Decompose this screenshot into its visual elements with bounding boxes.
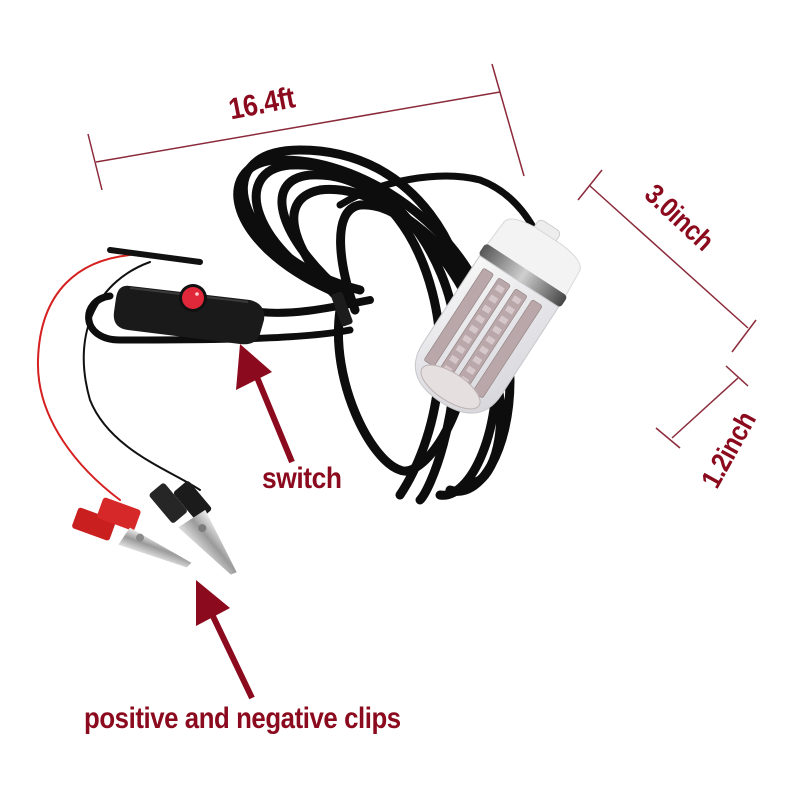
clips-callout-label: positive and negative clips	[84, 702, 401, 735]
cable-tie	[331, 291, 353, 327]
power-button	[182, 287, 204, 309]
inline-switch	[113, 284, 265, 345]
lamp-length-dimension	[577, 169, 757, 353]
switch-callout-label: switch	[262, 462, 342, 495]
switch-arrow	[236, 344, 295, 464]
negative-clip	[149, 481, 237, 575]
positive-clip	[72, 497, 192, 568]
cable-length-dimension	[87, 63, 525, 191]
clips-arrow	[196, 580, 255, 700]
lamp-diameter-dimension	[655, 365, 749, 449]
coiled-cable	[85, 145, 549, 505]
led-lamp	[414, 218, 581, 414]
clip-leads	[36, 247, 203, 501]
